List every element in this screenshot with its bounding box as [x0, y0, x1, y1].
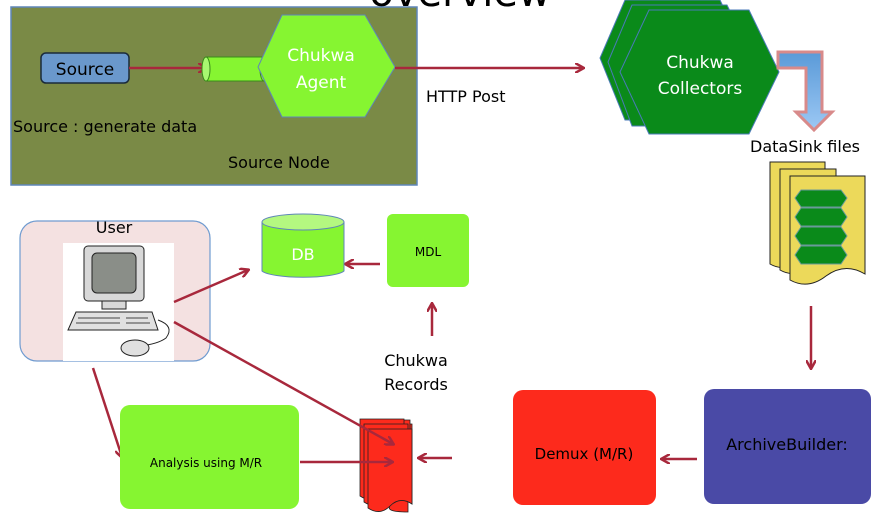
agent-label-line1: Chukwa [287, 46, 355, 66]
datasink-files-icon [769, 161, 866, 285]
datasink-label: DataSink files [750, 137, 860, 156]
http-post-label: HTTP Post [426, 87, 506, 106]
chukwa-agent-hexagon [257, 14, 396, 118]
bent-arrow-to-datasink [776, 50, 836, 133]
agent-pipe-end [201, 56, 211, 82]
analysis-box [120, 405, 299, 509]
arrow-user-to-analysis [91, 367, 122, 457]
collectors-label-line1: Chukwa [666, 53, 734, 73]
mdl-box [387, 214, 469, 287]
demux-label: Demux (M/R) [535, 445, 634, 463]
computer-icon [67, 245, 170, 357]
agent-pipe [205, 56, 265, 82]
collectors-label-line2: Collectors [658, 79, 743, 99]
source-box-label: Source [56, 60, 114, 80]
collector-hexagon-front [619, 9, 780, 135]
source-node-label: Source Node [228, 153, 330, 172]
user-label: User [96, 218, 133, 237]
arrow-user-to-records [173, 320, 393, 444]
archive-builder-label: ArchiveBuilder: [726, 435, 848, 454]
analysis-label: Analysis using M/R [150, 456, 262, 470]
demux-box [513, 390, 656, 505]
records-label-line1: Chukwa [384, 351, 448, 370]
records-files-icon [359, 418, 413, 513]
arrow-user-to-db [173, 270, 248, 304]
archive-builder-box [704, 389, 871, 504]
source-caption: Source : generate data [13, 117, 197, 136]
records-label-line2: Records [384, 375, 448, 394]
agent-label-line2: Agent [296, 73, 347, 93]
db-label: DB [291, 245, 314, 264]
mdl-label: MDL [415, 245, 442, 259]
db-cylinder [261, 213, 345, 278]
